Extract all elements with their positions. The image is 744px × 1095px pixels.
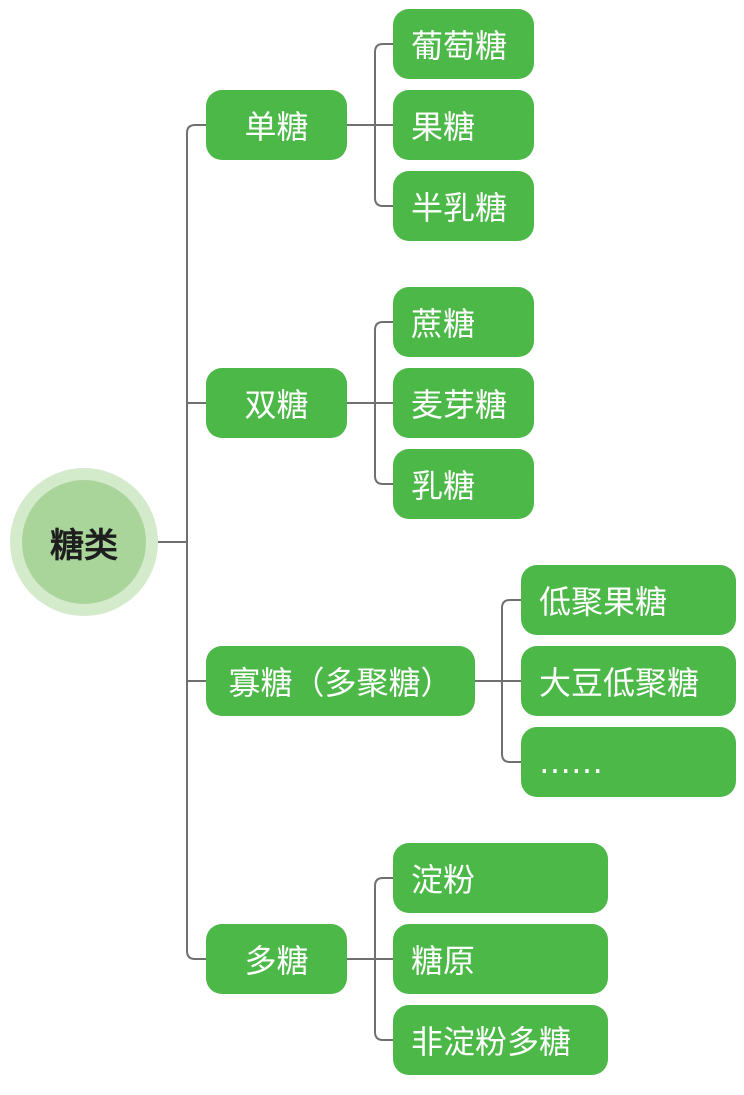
leaf-node[interactable]: 葡萄糖 — [393, 9, 534, 79]
branch-monosaccharide[interactable]: 单糖 — [206, 90, 347, 160]
branch-label: 多糖 — [244, 942, 309, 980]
branch-label: 单糖 — [244, 108, 309, 146]
leaf-label: 果糖 — [411, 108, 476, 146]
leaf-label: 蔗糖 — [411, 305, 476, 343]
leaf-label: 低聚果糖 — [539, 583, 668, 621]
leaf-label: 半乳糖 — [411, 189, 508, 227]
branch-label: 双糖 — [244, 386, 309, 424]
branch-disaccharide[interactable]: 双糖 — [206, 368, 347, 438]
leaf-node[interactable]: 低聚果糖 — [521, 565, 736, 635]
leaf-label: 乳糖 — [411, 467, 476, 505]
leaf-node[interactable]: 半乳糖 — [393, 171, 534, 241]
root-node[interactable]: 糖类 — [22, 480, 146, 604]
root-label: 糖类 — [50, 525, 118, 566]
leaf-label: 淀粉 — [411, 861, 476, 899]
leaf-node[interactable]: 麦芽糖 — [393, 368, 534, 438]
leaf-label: 麦芽糖 — [411, 386, 508, 424]
leaf-node[interactable]: 蔗糖 — [393, 287, 534, 357]
leaf-node[interactable]: 非淀粉多糖 — [393, 1005, 608, 1075]
leaf-label: 大豆低聚糖 — [539, 664, 700, 702]
leaf-node[interactable]: 糖原 — [393, 924, 608, 994]
leaf-label: 葡萄糖 — [411, 27, 508, 65]
leaf-label: 糖原 — [411, 942, 476, 980]
branch-label: 寡糖（多聚糖） — [228, 664, 453, 702]
branch-oligosaccharide[interactable]: 寡糖（多聚糖） — [206, 646, 475, 716]
leaf-label: 非淀粉多糖 — [411, 1023, 572, 1061]
leaf-node[interactable]: 大豆低聚糖 — [521, 646, 736, 716]
leaf-node[interactable]: 果糖 — [393, 90, 534, 160]
leaf-node[interactable]: …… — [521, 727, 736, 797]
leaf-label: …… — [539, 743, 603, 781]
branch-polysaccharide[interactable]: 多糖 — [206, 924, 347, 994]
leaf-node[interactable]: 乳糖 — [393, 449, 534, 519]
leaf-node[interactable]: 淀粉 — [393, 843, 608, 913]
